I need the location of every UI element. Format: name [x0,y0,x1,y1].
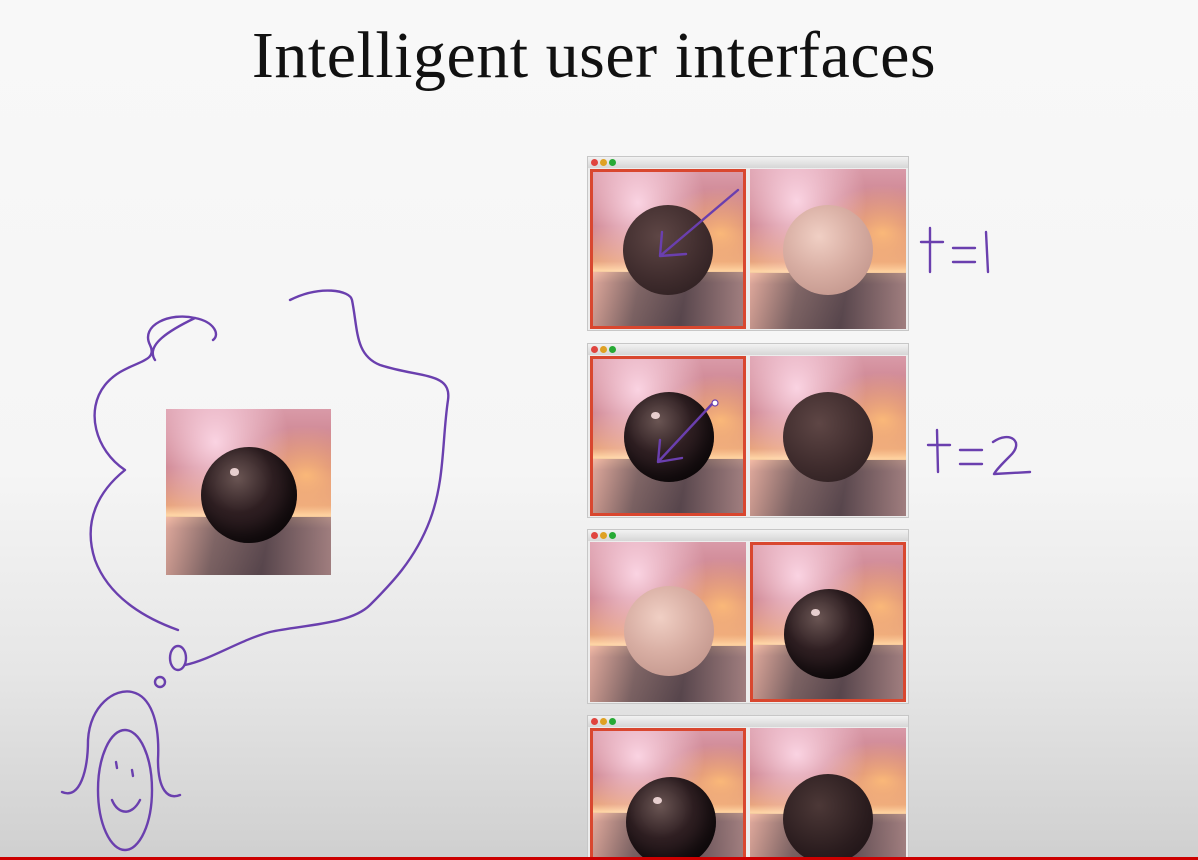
close-dot-icon[interactable] [591,159,598,166]
target-material-image [166,409,331,575]
slide-title: Intelligent user interfaces [251,19,937,92]
option-left[interactable] [590,542,746,702]
label-t1-t [919,226,945,274]
option-left[interactable] [590,356,746,516]
zoom-dot-icon[interactable] [609,532,616,539]
window-trial-1 [587,156,909,331]
person-smile [110,798,142,813]
minimize-dot-icon[interactable] [600,718,607,725]
close-dot-icon[interactable] [591,346,598,353]
option-left[interactable] [590,169,746,329]
person-eye-right [130,768,135,778]
window-titlebar [588,530,908,541]
window-trial-2 [587,343,909,518]
label-t2-t [926,428,952,474]
thought-bubble-small [168,644,188,672]
close-dot-icon[interactable] [591,718,598,725]
zoom-dot-icon[interactable] [609,159,616,166]
zoom-dot-icon[interactable] [609,718,616,725]
option-right[interactable] [750,356,906,516]
label-t2-2 [991,435,1032,476]
person-hair [60,690,182,798]
window-trial-3 [587,529,909,704]
close-dot-icon[interactable] [591,532,598,539]
label-t2-eq [958,448,984,466]
option-right[interactable] [750,542,906,702]
minimize-dot-icon[interactable] [600,532,607,539]
video-progress-bar [0,857,1198,860]
option-left[interactable] [590,728,746,860]
label-t1-1 [984,230,990,274]
option-right[interactable] [750,169,906,329]
window-trial-4 [587,715,909,860]
window-titlebar [588,716,908,727]
person-face [96,728,154,852]
window-titlebar [588,344,908,355]
window-titlebar [588,157,908,168]
person-eye-left [114,760,119,770]
label-t1-eq [951,246,977,264]
minimize-dot-icon[interactable] [600,346,607,353]
minimize-dot-icon[interactable] [600,159,607,166]
zoom-dot-icon[interactable] [609,346,616,353]
thought-bubble-tiny [153,675,167,689]
option-right[interactable] [750,728,906,860]
